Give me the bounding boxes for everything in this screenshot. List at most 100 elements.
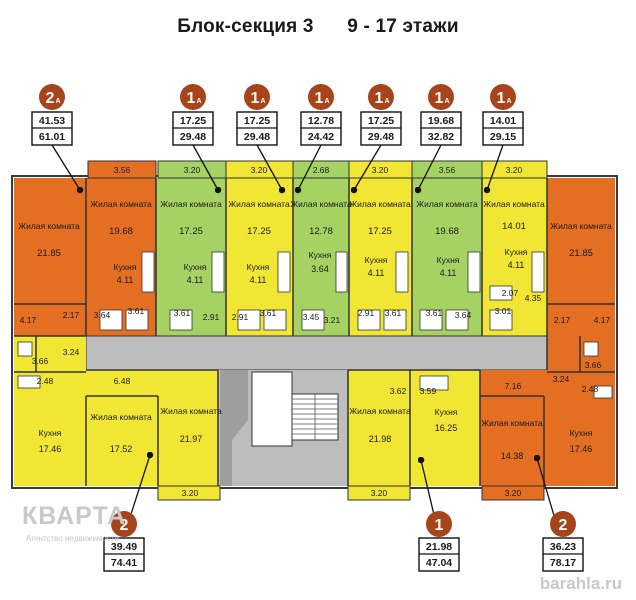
balcony-area: 3.20: [372, 165, 389, 175]
badge-living-area: 21.98: [426, 541, 452, 553]
service-area: 7.16: [505, 381, 522, 391]
badge-living-area: 12.78: [308, 115, 334, 127]
internal-walls: [14, 178, 615, 486]
badge-total-area: 29.48: [368, 131, 394, 143]
room-area: 17.25: [247, 226, 271, 237]
badge-total-area: 61.01: [39, 131, 65, 143]
badge-living-area: 17.25: [368, 115, 394, 127]
service-area: 4.17: [20, 315, 37, 325]
badge-2-left: 2 39.49 74.41: [103, 511, 145, 572]
room-area: 17.25: [368, 226, 392, 237]
kitchen-label: Кухня: [184, 262, 207, 272]
badge-suffix: А: [196, 98, 201, 105]
room-area: 21.98: [369, 434, 392, 444]
room-label: Жилая комната: [90, 199, 152, 209]
room-area: 14.01: [502, 221, 526, 232]
kitchen-label: Кухня: [39, 428, 62, 438]
service-area: 2.91: [358, 308, 375, 318]
service-area: 2.48: [37, 376, 54, 386]
kitchen-label: Кухня: [437, 255, 460, 265]
service-area: 3.45: [303, 312, 320, 322]
badge-total-area: 32.82: [428, 131, 454, 143]
badge-suffix: А: [260, 98, 265, 105]
badge-2-right: 2 36.23 78.17: [542, 511, 584, 572]
room-area: 12.78: [309, 226, 333, 237]
kitchen-label: Кухня: [247, 262, 270, 272]
kitchen-label: Кухня: [114, 262, 137, 272]
badge-living-area: 14.01: [490, 115, 516, 127]
apartment-1-bottom: [348, 370, 480, 486]
room-label: Жилая комната: [90, 412, 152, 422]
badge-type: 1: [375, 90, 384, 107]
badge-suffix: А: [444, 98, 449, 105]
badge-total-area: 74.41: [111, 557, 137, 569]
room-label: Жилая комната: [18, 221, 80, 231]
room-label: Жилая комната: [483, 199, 545, 209]
service-area: 2.07: [502, 288, 519, 298]
balcony-area: 3.20: [371, 488, 388, 498]
core-wall: [220, 370, 248, 486]
badge-living-area: 41.53: [39, 115, 65, 127]
room-area: 21.85: [37, 248, 61, 259]
kitchen-area: 4.11: [368, 268, 385, 278]
balcony-area: 2.68: [313, 165, 330, 175]
badge-total-area: 24.42: [308, 131, 334, 143]
kitchen-area: 4.11: [117, 275, 134, 285]
badge-type: 1: [251, 90, 260, 107]
kitchen-area: 17.46: [570, 444, 593, 454]
watermark-logo: КВАРТА: [22, 502, 127, 530]
badge-1a-4: 1 А 17.25 29.48: [360, 84, 402, 146]
kitchen-label: Кухня: [365, 255, 388, 265]
kitchen-area: 3.64: [311, 264, 329, 274]
watermark-agency: Агентство недвижимости: [26, 534, 119, 543]
title-section: Блок-секция 3: [177, 16, 314, 37]
apartment-1a-1: [86, 178, 156, 336]
balcony-area: 3.56: [114, 165, 131, 175]
badge-1a-3: 1 А 12.78 24.42: [300, 84, 342, 146]
service-area: 6.48: [114, 376, 131, 386]
balcony-area: 3.20: [184, 165, 201, 175]
apartment-2a-left: [14, 178, 86, 336]
room-label: Жилая комната: [228, 199, 290, 209]
badge-type: 1: [315, 90, 324, 107]
kitchen-area: 4.11: [187, 275, 204, 285]
room-label: Жилая комната: [349, 199, 411, 209]
balcony-area: 3.20: [182, 488, 199, 498]
badge-suffix: А: [324, 98, 329, 105]
room-area: 14.38: [501, 451, 524, 461]
badge-1a-5: 1 А 19.68 32.82: [420, 84, 462, 146]
balcony-area: 3.20: [505, 488, 522, 498]
badge-suffix: А: [55, 98, 60, 105]
room-label: Жилая комната: [550, 221, 612, 231]
badge-suffix: А: [384, 98, 389, 105]
room-label: Жилая комната: [160, 199, 222, 209]
badge-type: 2: [46, 90, 55, 107]
badge-living-area: 17.25: [180, 115, 206, 127]
room-label: Жилая комната: [349, 406, 411, 416]
badge-total-area: 78.17: [550, 557, 576, 569]
service-area: 2.48: [582, 384, 599, 394]
lift-shaft: [251, 371, 293, 447]
balcony-area: 3.56: [439, 165, 456, 175]
apartment-badges: 2 А 41.53 61.01 1 А 17.25 29.48 1 А 17.2…: [31, 84, 584, 572]
service-area: 3.66: [585, 360, 602, 370]
kitchen-label: Кухня: [309, 250, 332, 260]
service-area: 3.01: [495, 306, 512, 316]
room-label: Жилая комната: [160, 406, 222, 416]
top-balconies: [87, 160, 548, 179]
apartment-1a-2: [156, 178, 226, 336]
apartment-2-left-room: [86, 370, 158, 486]
badge-total-area: 29.48: [244, 131, 270, 143]
apartment-1a-6: [412, 178, 482, 336]
stair-steps: [292, 394, 338, 440]
service-area: 3.21: [324, 315, 341, 325]
badge-suffix: А: [506, 98, 511, 105]
kitchen-label: Кухня: [435, 407, 458, 417]
room-area: 17.52: [110, 444, 133, 454]
service-area: 3.61: [260, 308, 277, 318]
title-floors: 9 - 17 этажи: [347, 16, 459, 37]
kitchen-area: 4.11: [250, 275, 267, 285]
small-area-labels: 3.56 3.20 3.20 2.68 3.20 3.56 3.20 3.20 …: [20, 165, 611, 498]
service-area: 4.17: [594, 315, 611, 325]
